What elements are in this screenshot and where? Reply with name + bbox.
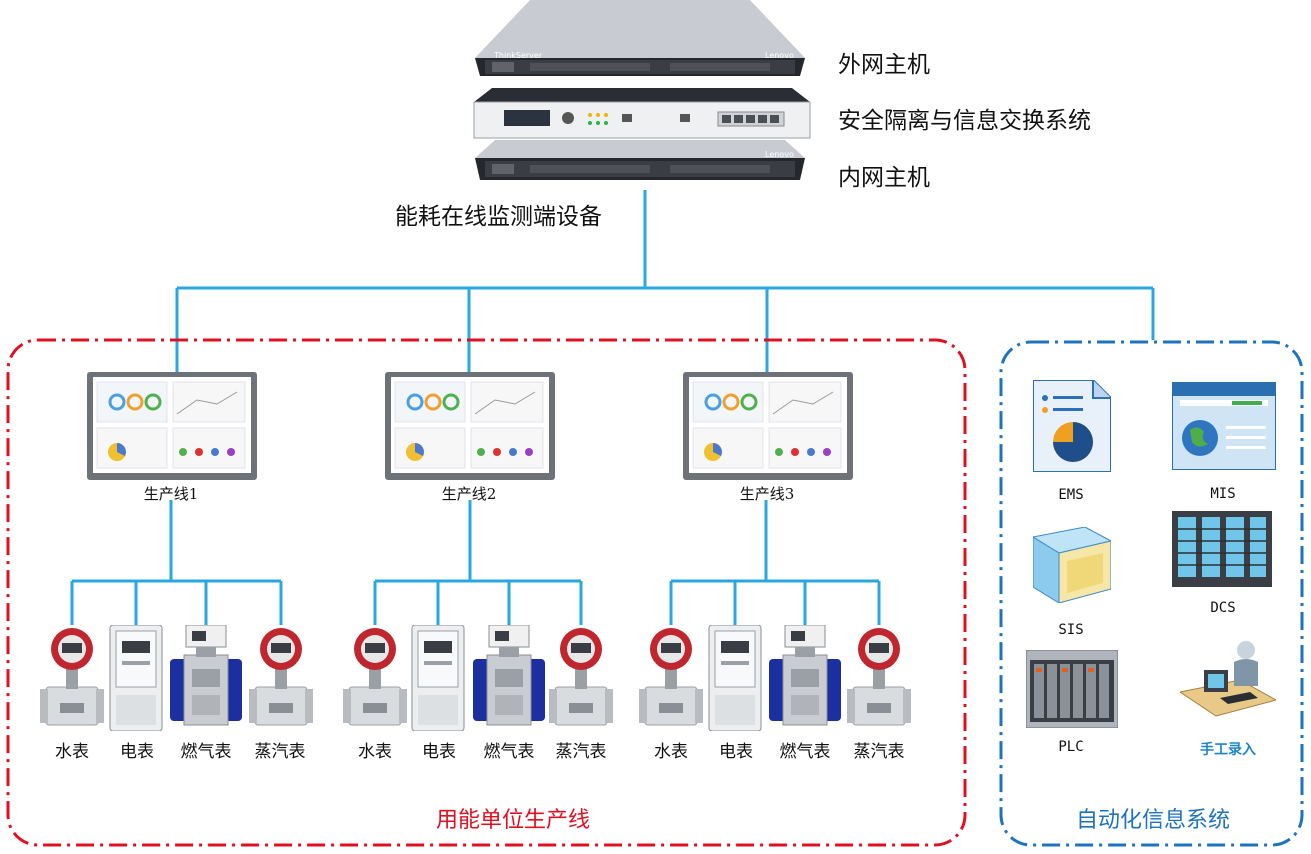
dcs-label: DCS <box>1210 600 1236 616</box>
mis-window-globe-icon <box>1172 382 1276 470</box>
production-group-title: 用能单位生产线 <box>435 808 591 833</box>
line1-steam-meter-icon <box>249 625 313 735</box>
line2-electric-meter-icon <box>410 624 466 735</box>
line1-label: 生产线1 <box>143 485 199 503</box>
line3-meter-gas-label: 燃气表 <box>779 742 831 762</box>
sis-label: SIS <box>1058 622 1084 638</box>
line2-meter-water-label: 水表 <box>358 742 392 762</box>
line1-meter-water-label: 水表 <box>55 742 89 762</box>
line1-touch-panel-icon <box>87 372 257 480</box>
svg-text:Lenovo: Lenovo <box>765 150 794 159</box>
ems-label: EMS <box>1058 487 1084 503</box>
line2-label: 生产线2 <box>441 485 497 503</box>
mis-label: MIS <box>1210 486 1236 502</box>
line3-touch-panel-icon <box>683 372 853 480</box>
ems-document-icon <box>1033 380 1111 472</box>
line2-gas-meter-icon <box>473 624 545 735</box>
line2-water-meter-icon <box>343 625 407 735</box>
line1-meter-gas-label: 燃气表 <box>180 742 232 762</box>
plc-label: PLC <box>1058 739 1084 755</box>
line3-meter-water-label: 水表 <box>654 742 688 762</box>
outer-host-label: 外网主机 <box>838 52 930 78</box>
manual-entry-person-icon <box>1180 641 1276 717</box>
sis-box-icon <box>1033 527 1111 603</box>
dcs-cabinet-icon <box>1172 511 1272 587</box>
line3-water-meter-icon <box>639 625 703 735</box>
line2-touch-panel-icon <box>385 372 555 480</box>
line2-meter-electric-label: 电表 <box>422 742 456 762</box>
isolation-system-label: 安全隔离与信息交换系统 <box>838 108 1091 134</box>
svg-text:ThinkServer: ThinkServer <box>493 51 543 60</box>
line1-water-meter-icon <box>40 625 104 735</box>
manual-entry-label: 手工录入 <box>1200 742 1256 758</box>
line1-meter-steam-label: 蒸汽表 <box>254 742 306 762</box>
automation-group-title: 自动化信息系统 <box>1075 808 1231 833</box>
line3-meter-steam-label: 蒸汽表 <box>853 742 905 762</box>
plc-rack-icon <box>1026 650 1118 728</box>
outer-host-server-icon: ThinkServer Lenovo <box>475 0 805 76</box>
inner-host-server-icon: Lenovo <box>475 140 805 180</box>
line2-meter-gas-label: 燃气表 <box>483 742 535 762</box>
line3-label: 生产线3 <box>739 485 795 503</box>
production-group-border <box>6 338 967 847</box>
inner-host-label: 内网主机 <box>838 165 930 191</box>
svg-text:Lenovo: Lenovo <box>765 51 794 60</box>
line3-gas-meter-icon <box>769 624 841 735</box>
line3-electric-meter-icon <box>707 624 763 735</box>
line1-meter-electric-label: 电表 <box>120 742 154 762</box>
line3-meter-electric-label: 电表 <box>719 742 753 762</box>
line1-gas-meter-icon <box>170 624 242 735</box>
line2-steam-meter-icon <box>549 625 613 735</box>
automation-group-border <box>999 340 1304 847</box>
line2-meter-steam-label: 蒸汽表 <box>555 742 607 762</box>
line3-steam-meter-icon <box>847 625 911 735</box>
terminal-device-label: 能耗在线监测端设备 <box>395 204 602 230</box>
isolation-appliance-icon <box>473 88 811 139</box>
line1-electric-meter-icon <box>108 624 164 735</box>
